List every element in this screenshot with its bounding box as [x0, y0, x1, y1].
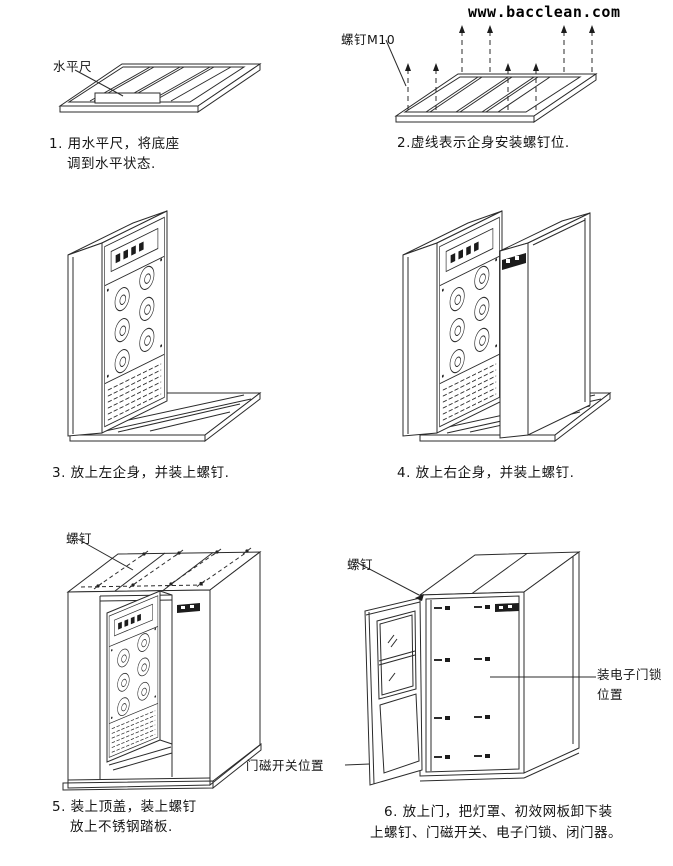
arrow-heads [405, 25, 595, 71]
step1-caption-line1: 1. 用水平尺，将底座 [49, 136, 180, 152]
step3-diagram [50, 203, 262, 443]
step6-diagram [344, 551, 596, 786]
leader-line [385, 39, 407, 87]
right-body [499, 212, 591, 439]
step1-caption-line2: 调到水平状态. [67, 156, 156, 172]
spirit-level [94, 92, 161, 104]
base-frame [394, 73, 598, 123]
step2-diagram [385, 25, 598, 123]
nameplate [177, 603, 200, 613]
step5-caption-line2: 放上不锈钢踏板. [70, 819, 173, 835]
nameplate [495, 603, 519, 612]
screw-position-dashed-arrows [407, 32, 593, 110]
door-magnet-switch-label: 门磁开关位置 [246, 758, 325, 773]
front-screws [434, 605, 490, 759]
step4-caption-line1: 4. 放上右企身，并装上螺钉. [397, 465, 575, 481]
door-lower-panel [379, 693, 420, 774]
leader-line [75, 537, 134, 571]
floor-plate [108, 746, 172, 766]
step4-diagram [385, 203, 612, 443]
door-window [376, 610, 417, 700]
step5-screw-label: 螺钉 [66, 531, 93, 546]
step6-caption-line1: 6. 放上门，把灯罩、初效网板卸下装 [384, 804, 613, 820]
step5-caption-line1: 5. 装上顶盖，装上螺钉 [52, 799, 197, 815]
step2-screw-label: 螺钉M10 [341, 32, 396, 47]
electronic-lock-label-line2: 位置 [597, 687, 624, 702]
step1-level-label: 水平尺 [53, 59, 93, 74]
top-screws [93, 547, 252, 590]
door [364, 594, 424, 786]
leader-line [357, 562, 420, 596]
step6-screw-label: 螺钉 [347, 557, 374, 572]
nameplate [502, 253, 526, 270]
hinge-screw [415, 594, 424, 601]
step2-caption-line1: 2.虚线表示企身安装螺钉位. [397, 135, 570, 151]
step5-diagram [62, 537, 262, 791]
front-opening [67, 590, 211, 781]
step1-diagram [58, 63, 262, 113]
base-frame [62, 742, 262, 791]
step6-caption-line2: 上螺钉、门磁开关、电子门锁、闭门器。 [370, 825, 622, 841]
step3-caption-line1: 3. 放上左企身，并装上螺钉. [52, 465, 230, 481]
front-face [425, 595, 520, 773]
electronic-lock-label-line1: 装电子门锁 [597, 667, 663, 682]
top-cover [80, 547, 252, 592]
website-url: www.bacclean.com [468, 3, 621, 21]
leader-line [74, 69, 124, 97]
base-frame [58, 63, 262, 113]
cabinet [418, 551, 581, 782]
